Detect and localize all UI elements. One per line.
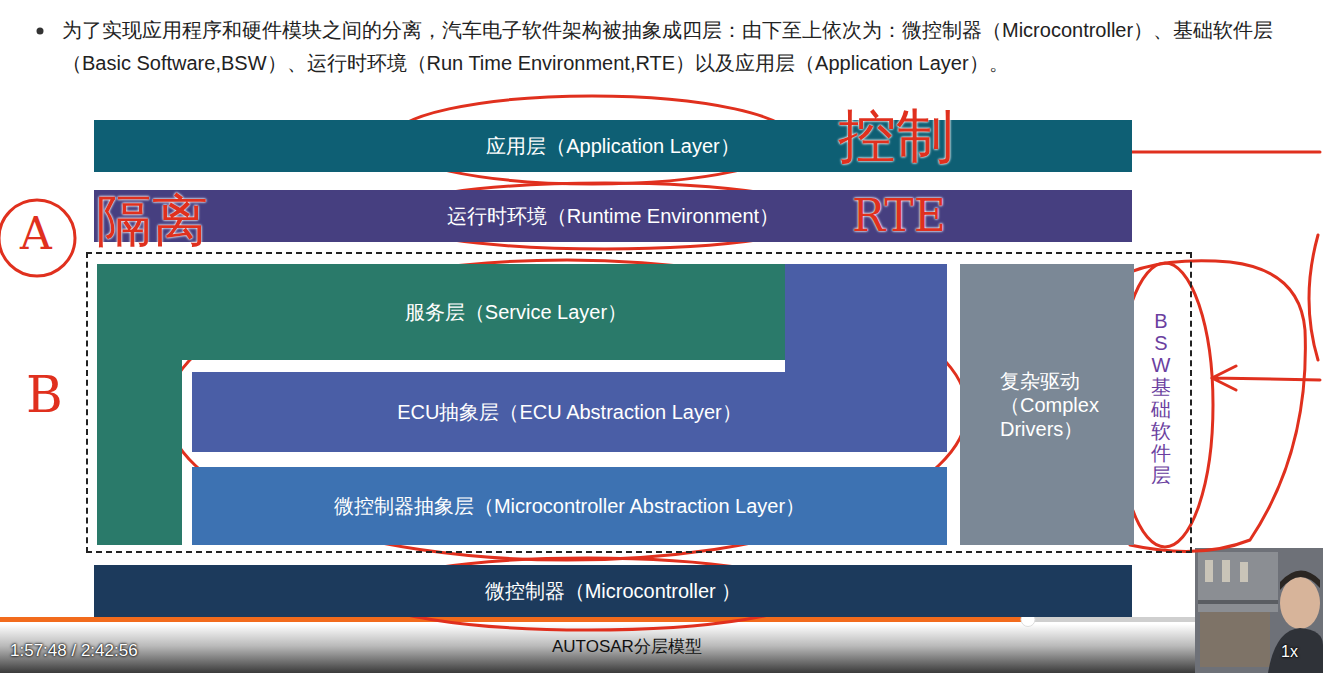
layer-shape-fill (192, 264, 947, 452)
vertical-label: BSW基础软件层 (1151, 310, 1171, 486)
progress-fill (0, 617, 1028, 622)
complex-drivers: 复杂驱动 （Complex Drivers） (960, 264, 1134, 545)
handwritten-note: A (20, 208, 52, 259)
handwritten-note: B (26, 366, 63, 424)
layer-label: ECU抽象层（ECU Abstraction Layer） (192, 372, 947, 452)
progress-track (0, 617, 1195, 622)
bullet-dot (37, 28, 44, 35)
caption-text: AUTOSAR分层模型 (552, 635, 702, 658)
layer-label: 应用层（Application Layer） (94, 120, 1132, 172)
layer-band: 应用层（Application Layer） (94, 120, 1132, 172)
layer-label: 微控制器抽象层（Microcontroller Abstraction Laye… (192, 467, 947, 545)
layer-band: 运行时环境（Runtime Environment） (94, 190, 1132, 242)
handwritten-note: 隔离 (96, 184, 208, 260)
handwritten-note: 控制 (838, 98, 954, 176)
layer-band: 微控制器（Microcontroller ） (94, 565, 1132, 617)
mcal-layer: 微控制器抽象层（Microcontroller Abstraction Laye… (192, 467, 947, 545)
player-text: 1x (1281, 643, 1298, 661)
player-text: 1:57:48 / 2:42:56 (10, 641, 138, 661)
group-box: BSW基础软件层 服务层（Service Layer） ECU抽象层（ECU Abs… (86, 252, 1192, 553)
layer-label: 微控制器（Microcontroller ） (94, 565, 1132, 617)
heading-text: 为了实现应用程序和硬件模块之间的分离，汽车电子软件架构被抽象成四层：由下至上依次… (62, 14, 1314, 80)
layer-label: 服务层（Service Layer） (247, 264, 785, 360)
layer-label: 运行时环境（Runtime Environment） (94, 190, 1132, 242)
ecu-abstraction-layer: ECU抽象层（ECU Abstraction Layer） (192, 264, 947, 452)
layer-shape (192, 264, 947, 452)
handwritten-marks (0, 96, 1320, 630)
layer-label: 复杂驱动 （Complex Drivers） (1000, 264, 1128, 545)
handwritten-note: RTE (852, 190, 946, 241)
webcam-thumbnail (1195, 548, 1323, 673)
